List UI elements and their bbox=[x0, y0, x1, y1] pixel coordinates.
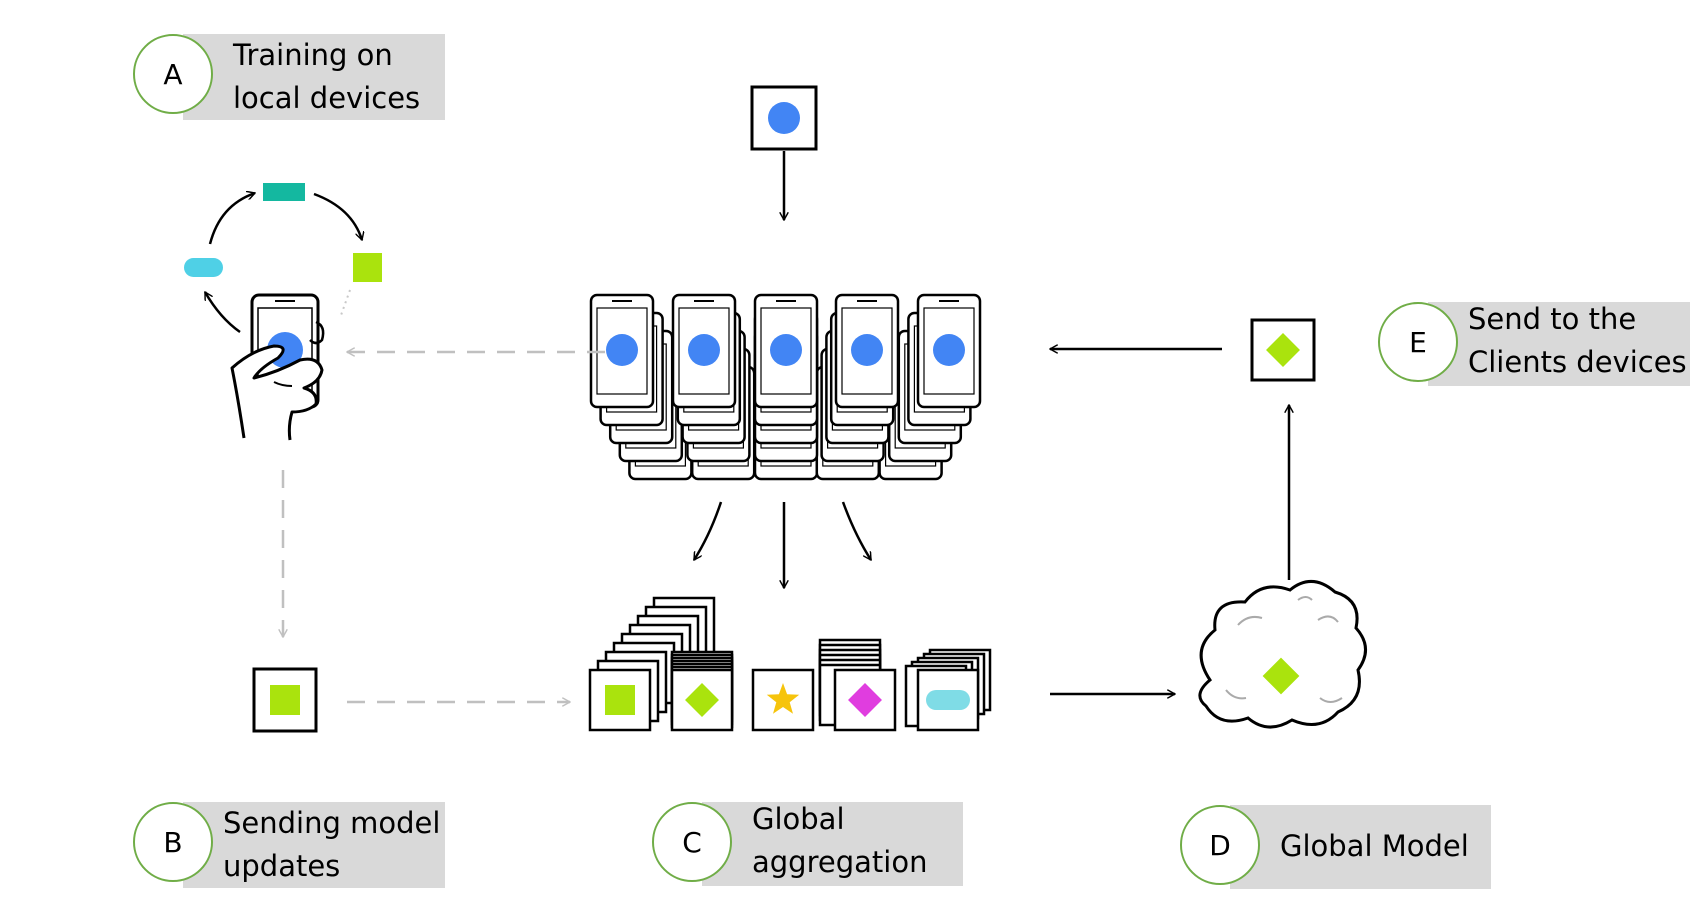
device-front-3 bbox=[834, 293, 900, 409]
update-star bbox=[751, 668, 815, 732]
step-e-label-line-1: Send to the bbox=[1468, 302, 1637, 336]
step-c-circle: C bbox=[652, 802, 732, 882]
client-devices-stack bbox=[589, 293, 982, 481]
step-d-label: Global Model bbox=[1280, 825, 1469, 868]
step-b-label-line-1: Sending model bbox=[223, 806, 441, 840]
step-b-letter: B bbox=[163, 825, 183, 859]
step-e-label: Send to the Clients devices bbox=[1468, 298, 1687, 384]
step-b-label-line-2: updates bbox=[223, 849, 341, 883]
update-diamond bbox=[670, 668, 734, 732]
step-c-label-line-2: aggregation bbox=[752, 845, 928, 879]
step-e-label-line-2: Clients devices bbox=[1468, 345, 1687, 379]
arrow-to-updates-left bbox=[692, 501, 723, 560]
global-model-box-top bbox=[750, 85, 818, 151]
local-training-cycle bbox=[184, 183, 382, 334]
step-a-label-line-2: local devices bbox=[233, 81, 421, 115]
step-e-label-background bbox=[1428, 302, 1690, 386]
arrow-to-updates-right bbox=[841, 501, 873, 560]
global-model-cloud bbox=[1198, 580, 1367, 729]
step-e-letter: E bbox=[1409, 325, 1427, 359]
step-d-letter: D bbox=[1209, 828, 1231, 862]
step-d-label-line-1: Global Model bbox=[1280, 829, 1469, 863]
step-b-label: Sending model updates bbox=[223, 802, 440, 888]
step-c-label: Global aggregation bbox=[752, 798, 927, 884]
step-a-label: Training on local devices bbox=[233, 34, 420, 120]
step-a-label-background bbox=[183, 34, 445, 120]
step-a-label-line-1: Training on bbox=[233, 38, 393, 72]
update-square bbox=[588, 668, 652, 732]
step-b-circle: B bbox=[133, 802, 213, 882]
step-a-letter: A bbox=[163, 57, 183, 91]
step-b-label-background bbox=[183, 802, 445, 888]
device-front-2 bbox=[753, 293, 819, 409]
hand-holding-phone bbox=[230, 293, 325, 441]
step-c-letter: C bbox=[682, 825, 702, 859]
update-magenta-diamond bbox=[833, 668, 897, 732]
step-c-label-background bbox=[702, 802, 963, 886]
local-update-box bbox=[252, 667, 318, 733]
step-d-label-background bbox=[1230, 805, 1491, 889]
device-front-1 bbox=[671, 293, 737, 409]
device-front-4 bbox=[916, 293, 982, 409]
step-e-circle: E bbox=[1378, 302, 1458, 382]
update-pill bbox=[916, 668, 980, 732]
updated-model-box bbox=[1250, 318, 1316, 382]
step-c-label-line-1: Global bbox=[752, 802, 845, 836]
device-front-0 bbox=[589, 293, 655, 409]
aggregation-update-stacks bbox=[588, 596, 992, 732]
step-a-circle: A bbox=[133, 34, 213, 114]
step-d-circle: D bbox=[1180, 805, 1260, 885]
